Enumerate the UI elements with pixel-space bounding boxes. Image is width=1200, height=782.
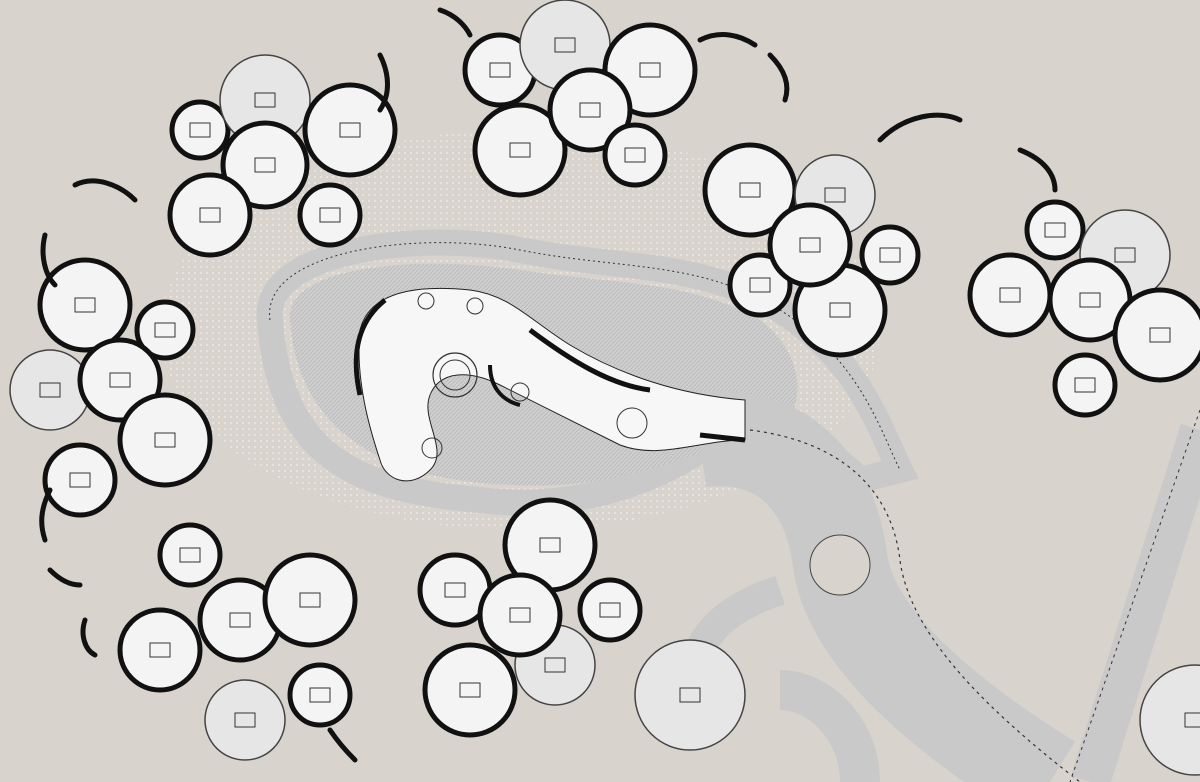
villa-cluster [117, 522, 358, 761]
furniture [309, 687, 331, 703]
furniture [109, 372, 131, 388]
furniture [554, 37, 576, 53]
villa-cluster [967, 199, 1200, 418]
side-road [1070, 424, 1200, 782]
furniture [739, 182, 761, 198]
room-pod [477, 572, 563, 658]
room-pod [117, 392, 213, 488]
room-pod [727, 252, 793, 318]
terrace-pod [634, 639, 746, 751]
roundabout-island [809, 534, 871, 596]
room-pod [167, 172, 253, 258]
furniture [1044, 222, 1066, 238]
furniture [149, 642, 171, 658]
room-pod [287, 662, 353, 728]
room-pod [262, 552, 358, 648]
furniture [69, 472, 91, 488]
villa-cluster [417, 497, 643, 738]
furniture [74, 297, 96, 313]
furniture [339, 122, 361, 138]
furniture [824, 187, 846, 203]
room-pod [42, 442, 118, 518]
room-pod [859, 224, 921, 286]
furniture [489, 62, 511, 78]
furniture [1079, 292, 1101, 308]
room-pod [117, 607, 203, 693]
furniture [579, 102, 601, 118]
furniture [234, 712, 256, 728]
furniture [319, 207, 341, 223]
room-pod [472, 102, 568, 198]
furniture [459, 682, 481, 698]
room-pod [37, 257, 133, 353]
furniture [1184, 712, 1200, 728]
furniture [509, 607, 531, 623]
furniture [229, 612, 251, 628]
furniture [189, 122, 211, 138]
room-pod [157, 522, 223, 588]
furniture [1149, 327, 1171, 343]
room-pod [1024, 199, 1086, 261]
villa-cluster [1139, 664, 1200, 776]
furniture [154, 432, 176, 448]
furniture [599, 602, 621, 618]
furniture [444, 582, 466, 598]
landscape-arcs [39, 7, 1058, 763]
furniture [624, 147, 646, 163]
room-pod [220, 120, 310, 210]
furniture [544, 657, 566, 673]
central-pavilion [353, 287, 746, 482]
terrace-pod [9, 349, 91, 431]
room-pod [302, 82, 398, 178]
villa-cluster [702, 142, 921, 358]
furniture [179, 547, 201, 563]
furniture [254, 92, 276, 108]
room-pod [1052, 352, 1118, 418]
room-pod [169, 99, 231, 161]
room-pod [602, 122, 668, 188]
furniture [799, 237, 821, 253]
terrace-pod [204, 679, 286, 761]
furniture [299, 592, 321, 608]
furniture [254, 157, 276, 173]
furniture [154, 322, 176, 338]
furniture [539, 537, 561, 553]
room-pod [577, 577, 643, 643]
room-pod [422, 642, 518, 738]
villa-cluster [9, 257, 213, 518]
furniture [39, 382, 61, 398]
terrace-pod [1139, 664, 1200, 776]
furniture [639, 62, 661, 78]
furniture [679, 687, 701, 703]
side-road-edge [1069, 409, 1200, 782]
furniture [879, 247, 901, 263]
room-pod [297, 182, 363, 248]
furniture [509, 142, 531, 158]
furniture [749, 277, 771, 293]
room-pod [1112, 287, 1200, 383]
walkway-loop-edge [269, 242, 901, 471]
villa-cluster [167, 54, 398, 258]
main-road-edge [749, 429, 1081, 782]
furniture [1114, 247, 1136, 263]
room-pod [967, 252, 1053, 338]
villa-cluster [634, 639, 746, 751]
lower-path [778, 670, 880, 782]
room-pod [134, 299, 196, 361]
villa-cluster [462, 0, 698, 198]
room-pod [547, 67, 633, 153]
furniture [999, 287, 1021, 303]
room-pod [767, 202, 853, 288]
furniture [829, 302, 851, 318]
furniture [1074, 377, 1096, 393]
furniture [199, 207, 221, 223]
